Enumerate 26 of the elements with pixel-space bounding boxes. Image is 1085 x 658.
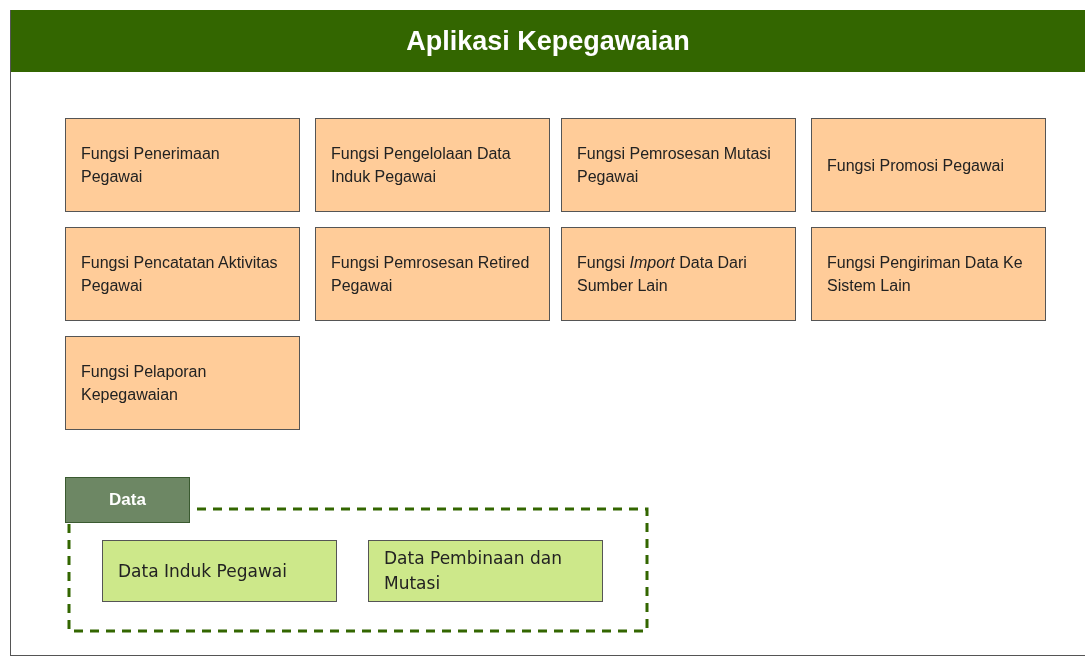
title: Aplikasi Kepegawaian <box>406 24 690 58</box>
function-box <box>315 118 550 212</box>
function-label: Fungsi Pengiriman Data Ke Sistem Lain <box>827 253 1024 296</box>
group-title: Data <box>109 489 146 512</box>
data-group <box>65 477 651 635</box>
data-box <box>368 540 603 602</box>
function-box <box>811 227 1046 321</box>
function-label: Fungsi Promosi Pegawai <box>827 155 1004 176</box>
function-label: Fungsi Pemrosesan Retired Pegawai <box>331 253 531 296</box>
data-label: Data Pembinaan dan Mutasi <box>384 547 563 595</box>
function-label: Fungsi Pengelolaan Data Induk Pegawai <box>331 144 512 187</box>
app-frame <box>10 10 1085 656</box>
data-label: Data Induk Pegawai <box>118 559 287 583</box>
function-box <box>65 118 300 212</box>
function-label: Fungsi Penerimaan Pegawai <box>81 144 221 187</box>
function-box <box>65 227 300 321</box>
data-box <box>102 540 337 602</box>
function-box <box>811 118 1046 212</box>
function-box <box>561 227 796 321</box>
function-box <box>315 227 550 321</box>
function-box <box>561 118 796 212</box>
function-label: Fungsi Pencatatan Aktivitas Pegawai <box>81 253 279 296</box>
function-label: Fungsi Import Data Dari Sumber Lain <box>577 253 748 296</box>
function-box <box>65 336 300 430</box>
function-label: Fungsi Pemrosesan Mutasi Pegawai <box>577 144 772 187</box>
function-label: Fungsi Pelaporan Kepegawaian <box>81 362 208 405</box>
